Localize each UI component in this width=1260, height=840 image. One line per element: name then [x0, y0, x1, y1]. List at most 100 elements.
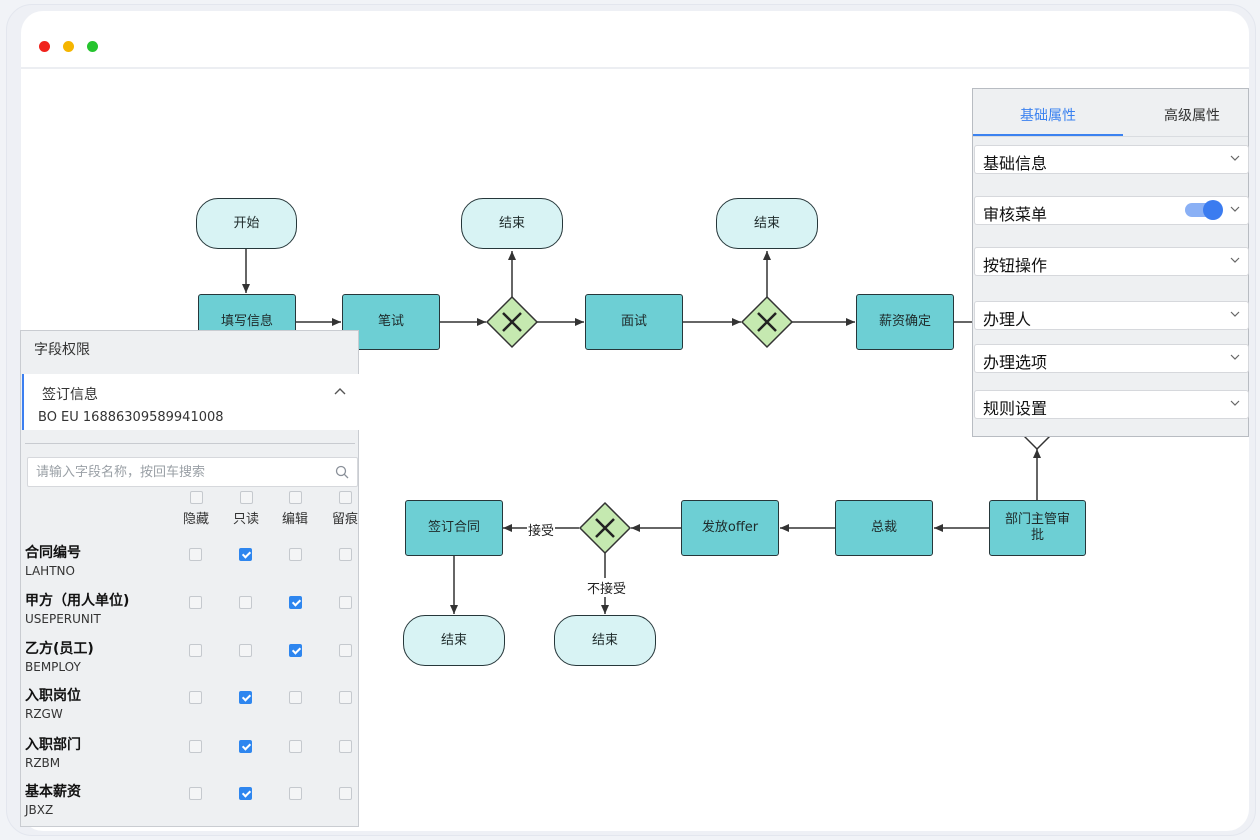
interview-task[interactable]: 面试: [585, 294, 683, 350]
field-permissions-title: 字段权限: [34, 342, 90, 358]
end-node-3[interactable]: 结束: [403, 615, 505, 666]
written-test-task[interactable]: 笔试: [342, 294, 440, 350]
field-search-box[interactable]: [27, 457, 358, 487]
field-name: 乙方(员工): [25, 641, 94, 657]
trace-checkbox[interactable]: [339, 787, 352, 800]
section-header[interactable]: 签订信息 BO EU 16886309589941008: [22, 374, 359, 430]
hidden-select-all-checkbox[interactable]: [189, 491, 203, 504]
field-code: RZBM: [25, 756, 61, 770]
section-basic-info[interactable]: 基础信息: [974, 145, 1249, 174]
hidden-checkbox[interactable]: [189, 691, 202, 704]
exclusive-gateway-1[interactable]: [485, 295, 539, 349]
trace-checkbox[interactable]: [339, 740, 352, 753]
readonly-checkbox[interactable]: [239, 691, 252, 704]
trace-checkbox[interactable]: [339, 548, 352, 561]
section-button-actions[interactable]: 按钮操作: [974, 247, 1249, 276]
properties-tabs: 基础属性 高级属性: [973, 89, 1248, 137]
column-trace-label: 留痕: [331, 512, 358, 527]
column-trace: 留痕: [325, 491, 365, 527]
readonly-checkbox[interactable]: [239, 644, 252, 657]
end-node-2[interactable]: 结束: [716, 198, 818, 249]
field-search-input[interactable]: [28, 458, 318, 486]
properties-panel: 基础属性 高级属性 基础信息 审核菜单 按钮操作 办理人 办理选项 规则设置: [972, 88, 1249, 437]
trace-select-all-checkbox[interactable]: [338, 491, 352, 504]
send-offer-task[interactable]: 发放offer: [681, 500, 779, 556]
field-row-employee: 乙方(员工) BEMPLOY: [25, 638, 355, 686]
readonly-select-all-checkbox[interactable]: [239, 491, 253, 504]
field-code: BEMPLOY: [25, 660, 81, 674]
trace-checkbox[interactable]: [339, 691, 352, 704]
chevron-down-icon: [1230, 307, 1240, 321]
search-icon[interactable]: [335, 465, 349, 479]
hidden-checkbox[interactable]: [189, 548, 202, 561]
field-name: 甲方（用人单位): [25, 593, 130, 609]
dept-approval-task[interactable]: 部门主管审批: [989, 500, 1086, 556]
readonly-checkbox[interactable]: [239, 596, 252, 609]
hidden-checkbox[interactable]: [189, 596, 202, 609]
section-rule-settings[interactable]: 规则设置: [974, 390, 1249, 419]
end-node-1[interactable]: 结束: [461, 198, 563, 249]
column-hidden: 隐藏: [176, 491, 216, 527]
edit-checkbox[interactable]: [289, 644, 302, 657]
field-name: 合同编号: [25, 545, 81, 561]
readonly-checkbox[interactable]: [239, 548, 252, 561]
field-name: 基本薪资: [25, 784, 81, 800]
section-name: 签订信息: [42, 387, 98, 403]
field-row-position: 入职岗位 RZGW: [25, 685, 355, 733]
section-label: 基础信息: [983, 154, 1048, 173]
toggle-knob: [1203, 200, 1223, 220]
exclusive-gateway-2[interactable]: [740, 295, 794, 349]
field-code: RZGW: [25, 707, 63, 721]
minimize-window-button[interactable]: [63, 41, 74, 52]
hidden-checkbox[interactable]: [189, 787, 202, 800]
chevron-up-icon[interactable]: [333, 384, 347, 400]
tab-advanced-properties[interactable]: 高级属性: [1164, 108, 1220, 124]
trace-checkbox[interactable]: [339, 644, 352, 657]
audit-menu-toggle[interactable]: [1185, 200, 1223, 220]
section-label: 规则设置: [983, 399, 1048, 418]
edit-checkbox[interactable]: [289, 691, 302, 704]
column-readonly: 只读: [226, 491, 266, 527]
start-node[interactable]: 开始: [196, 198, 297, 249]
readonly-checkbox[interactable]: [239, 740, 252, 753]
section-label: 办理人: [983, 310, 1032, 329]
section-handler[interactable]: 办理人: [974, 301, 1249, 330]
readonly-checkbox[interactable]: [239, 787, 252, 800]
field-code: JBXZ: [25, 803, 54, 817]
salary-confirm-task[interactable]: 薪资确定: [856, 294, 954, 350]
chevron-down-icon: [1230, 396, 1240, 410]
edit-checkbox[interactable]: [289, 596, 302, 609]
field-permissions-panel: 字段权限 签订信息 BO EU 16886309589941008 隐藏 只读 …: [20, 330, 359, 827]
field-row-employer: 甲方（用人单位) USEPERUNIT: [25, 590, 355, 638]
exclusive-gateway-4[interactable]: [578, 501, 632, 555]
chevron-down-icon: [1230, 151, 1240, 165]
sign-contract-task[interactable]: 签订合同: [405, 500, 503, 556]
active-tab-indicator: [973, 134, 1123, 136]
title-bar: [21, 11, 1249, 69]
section-id: BO EU 16886309589941008: [38, 410, 224, 425]
edit-select-all-checkbox[interactable]: [288, 491, 302, 504]
hidden-checkbox[interactable]: [189, 740, 202, 753]
edit-checkbox[interactable]: [289, 787, 302, 800]
section-label: 审核菜单: [983, 205, 1048, 224]
close-window-button[interactable]: [39, 41, 50, 52]
column-edit-label: 编辑: [281, 512, 308, 527]
tab-basic-properties[interactable]: 基础属性: [1020, 108, 1076, 124]
section-label: 按钮操作: [983, 256, 1048, 275]
maximize-window-button[interactable]: [87, 41, 98, 52]
trace-checkbox[interactable]: [339, 596, 352, 609]
section-handling-options[interactable]: 办理选项: [974, 344, 1249, 373]
edit-checkbox[interactable]: [289, 548, 302, 561]
reject-edge-label: 不接受: [586, 578, 628, 597]
column-readonly-label: 只读: [232, 512, 259, 527]
column-hidden-label: 隐藏: [182, 512, 209, 527]
chevron-down-icon: [1230, 350, 1240, 364]
section-audit-menu[interactable]: 审核菜单: [974, 196, 1249, 225]
edit-checkbox[interactable]: [289, 740, 302, 753]
end-node-4[interactable]: 结束: [554, 615, 656, 666]
field-name: 入职部门: [25, 737, 81, 753]
field-name: 入职岗位: [25, 688, 81, 704]
ceo-task[interactable]: 总裁: [835, 500, 933, 556]
hidden-checkbox[interactable]: [189, 644, 202, 657]
